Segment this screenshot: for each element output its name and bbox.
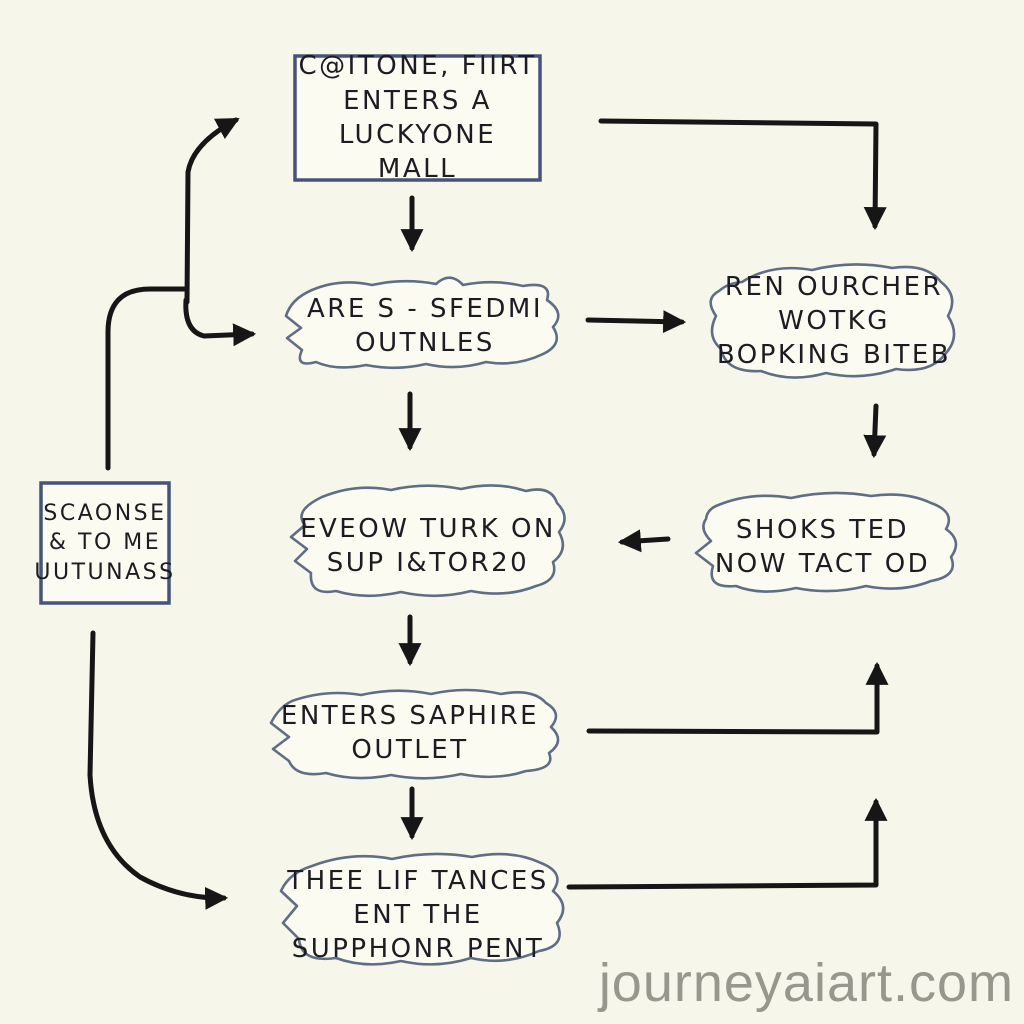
node-start-label: C@ITONE, FIIRT ENTERS A LUCKYONE MALL — [295, 51, 540, 184]
node-escalator-line1: EVEOW TURK ON — [300, 513, 556, 544]
connector-side-up-elbow — [105, 286, 187, 471]
watermark-text: journeyaiart.com — [598, 953, 1014, 1013]
node-shoks-blob — [694, 491, 958, 593]
node-voucher-line1: REN OURCHER — [724, 271, 944, 302]
node-voucher-line3: BOPKING BITEB — [716, 340, 952, 371]
node-escalator-line2: SUP I&TOR20 — [326, 548, 530, 578]
node-voucher-label: REN OURCHER WOTKG BOPKING BITEB — [705, 265, 963, 377]
node-saphire-line2: OUTLET — [351, 735, 469, 765]
node-outlets-line1: ARE S - SFEDMI — [307, 293, 543, 324]
arrow-side-to-start — [184, 117, 240, 305]
node-exit-label: THEE LIF TANCES ENT THE SUPPHONR PENT — [268, 855, 568, 975]
node-start-line3: LUCKYONE MALL — [338, 120, 497, 185]
node-saphire-line1: ENTERS SAPHIRE — [280, 700, 540, 731]
node-start-box — [293, 54, 542, 182]
node-voucher-blob — [709, 263, 956, 379]
node-side-box — [39, 481, 171, 605]
arrow-outlets-to-voucher — [585, 310, 687, 334]
node-side-line1: SCAONSE — [43, 501, 167, 527]
node-exit-line2: ENT THE — [353, 899, 483, 930]
node-shoks-line2: NOW TACT OD — [714, 549, 931, 579]
node-shoks-label: SHOKS TED NOW TACT OD — [680, 497, 965, 597]
arrow-side-to-exit — [87, 630, 229, 910]
node-start-line1: C@ITONE, FIIRT — [298, 51, 537, 82]
node-side-line3: UUTUNASS — [34, 559, 176, 585]
node-side-label: SCAONSE & TO ME UUTUNASS — [34, 483, 173, 603]
node-escalator-label: EVEOW TURK ON SUP I&TOR20 — [290, 492, 566, 600]
node-shoks-line1: SHOKS TED — [735, 514, 910, 545]
node-escalator-blob — [289, 484, 566, 598]
node-outlets-line2: OUTNLES — [355, 328, 495, 358]
node-saphire-blob — [269, 688, 560, 780]
node-saphire-label: ENTERS SAPHIRE OUTLET — [258, 690, 562, 776]
node-exit-blob — [279, 852, 565, 966]
node-exit-line3: SUPPHONR PENT — [291, 934, 545, 965]
arrow-side-to-outlets — [183, 297, 257, 347]
arrow-voucher-to-shoks — [863, 403, 887, 459]
arrow-exit-up-right — [566, 797, 888, 890]
node-start-line2: ENTERS A — [343, 85, 492, 116]
arrow-start-to-voucher — [598, 118, 887, 231]
arrow-shoks-to-escalator — [617, 529, 671, 553]
node-voucher-line2: WOTKG — [778, 305, 890, 336]
node-outlets-label: ARE S - SFEDMI OUTNLES — [285, 280, 565, 372]
node-side-line2: & TO ME — [48, 530, 162, 556]
node-outlets-blob — [284, 276, 560, 370]
arrow-saphire-to-shoks — [586, 661, 889, 735]
node-exit-line1: THEE LIF TANCES — [287, 865, 549, 896]
